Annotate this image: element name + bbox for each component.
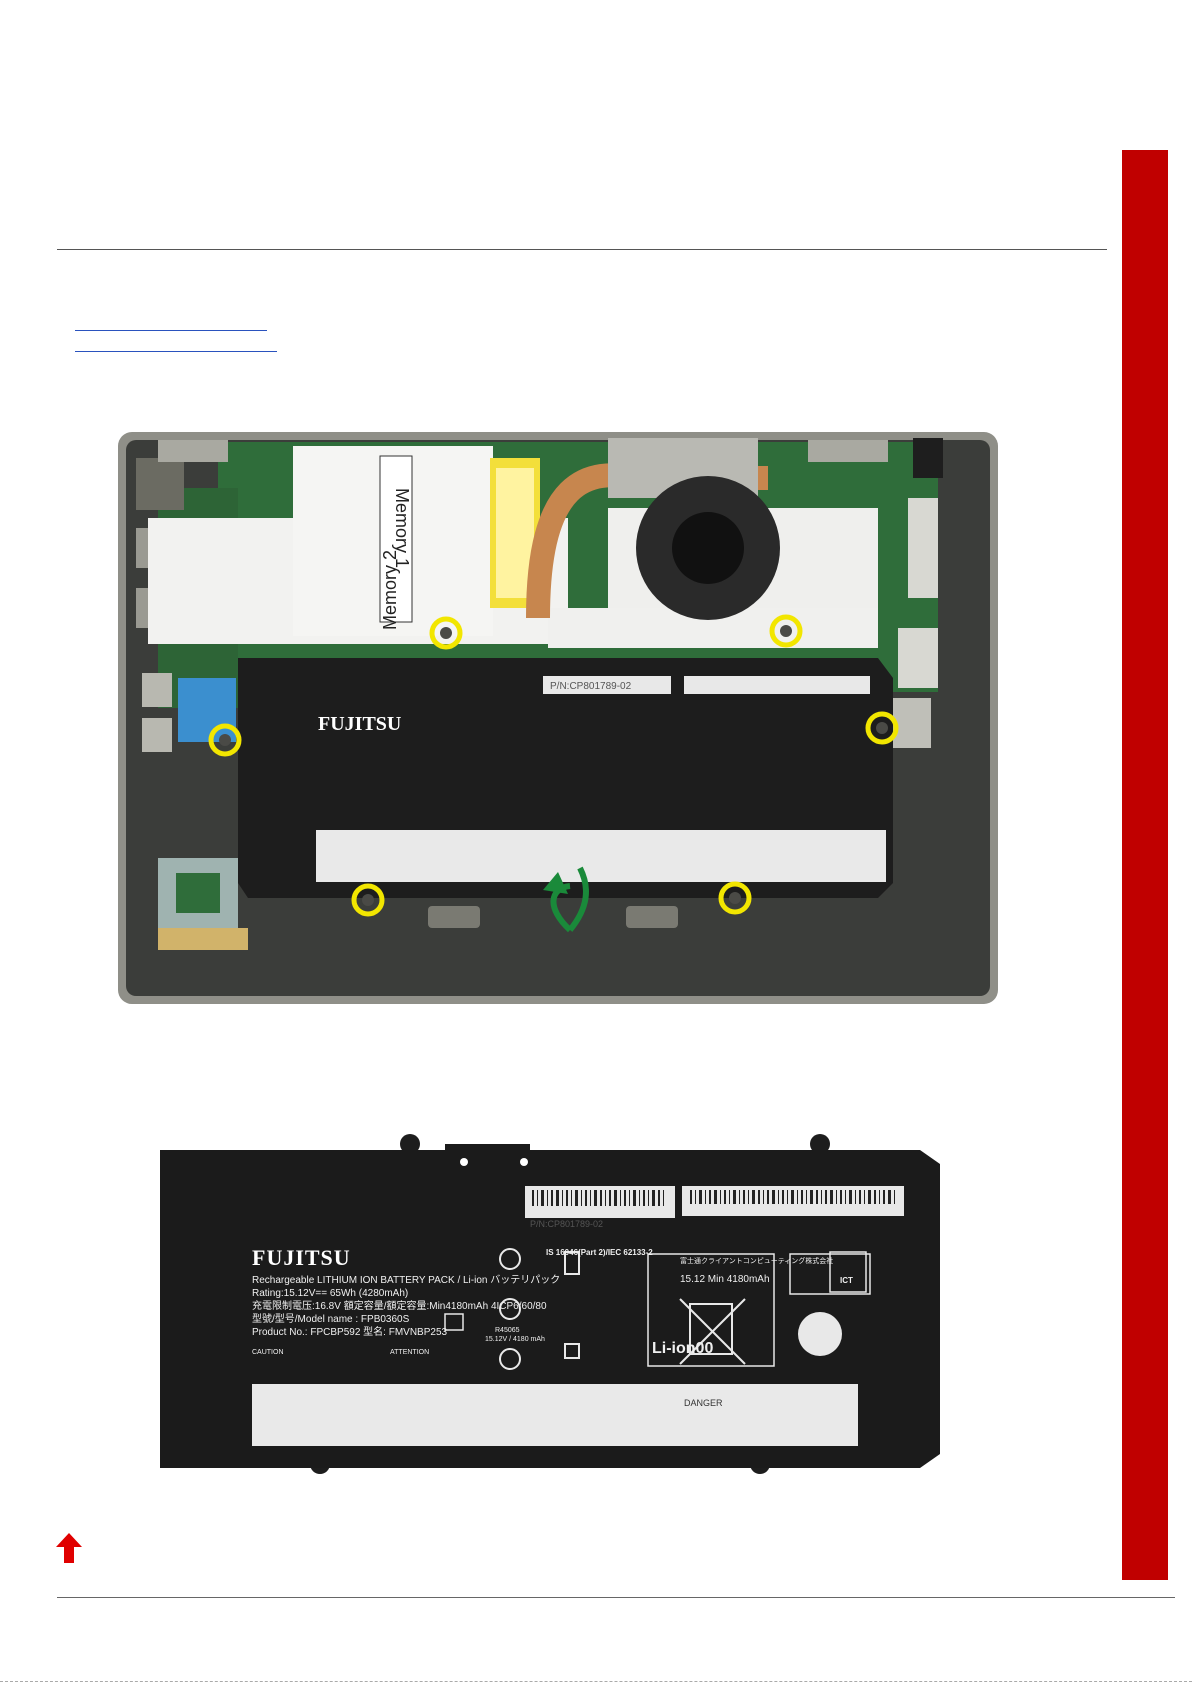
page-cut-line — [0, 1681, 1192, 1682]
header-rule — [57, 249, 1107, 250]
battery-caution-heading: CAUTION — [252, 1349, 284, 1356]
battery-ps-capacity: 15.12 Min 4180mAh — [680, 1274, 770, 1285]
memory-2-label: Memory 2 — [380, 550, 400, 630]
link-underline-1[interactable] — [75, 330, 267, 331]
laptop-interior-photo: Memory 1 Memory 2 P/N:CP801789-02 FUJITS… — [118, 428, 998, 1006]
battery-ict-mark: ICT — [840, 1276, 853, 1285]
laptop-battery-brand: FUJITSU — [318, 713, 401, 735]
battery-japanese-header: 富士通クライアントコンピューティング株式会社 — [680, 1258, 834, 1265]
battery-part-number: P/N:CP801789-02 — [530, 1219, 604, 1229]
battery-attention-heading: ATTENTION — [390, 1349, 430, 1356]
link-underline-2[interactable] — [75, 351, 277, 352]
battery-danger-text: DANGER — [684, 1398, 723, 1408]
footer-rule — [57, 1597, 1175, 1598]
battery-rating: Rating:15.12V== 65Wh (4280mAh) — [252, 1288, 409, 1299]
remove-direction-arrow-icon — [543, 866, 589, 933]
battery-warning-label: DANGER — [252, 1384, 858, 1446]
memory-1-label: Memory 1 — [392, 488, 412, 568]
battery-brand-logo: FUJITSU — [252, 1245, 351, 1270]
battery-model-name: 型號/型号/Model name : FPB0360S — [252, 1314, 410, 1325]
battery-rating-small: 15.12V / 4180 mAh — [485, 1336, 545, 1343]
battery-photo: FUJITSU P/N:CP801789-02 Rechargeable LIT… — [160, 1134, 940, 1474]
battery-r-number: R45065 — [495, 1327, 520, 1334]
section-side-tab — [1122, 150, 1168, 1580]
battery-is-standard: IS 16046(Part 2)/IEC 62133-2 — [546, 1248, 653, 1257]
laptop-battery-pn: P/N:CP801789-02 — [550, 681, 632, 692]
battery-product-number: Product No.: FPCBP592 型名: FMVNBP253 — [252, 1327, 448, 1338]
battery-charge-spec: 充電限制電压:16.8V 額定容量/額定容量:Min4180mAh 4ICP6/… — [252, 1301, 547, 1312]
battery-description: Rechargeable LITHIUM ION BATTERY PACK / … — [252, 1275, 561, 1286]
up-arrow-icon[interactable] — [56, 1533, 82, 1563]
battery-li-ion-mark: Li-ion00 — [652, 1340, 714, 1357]
